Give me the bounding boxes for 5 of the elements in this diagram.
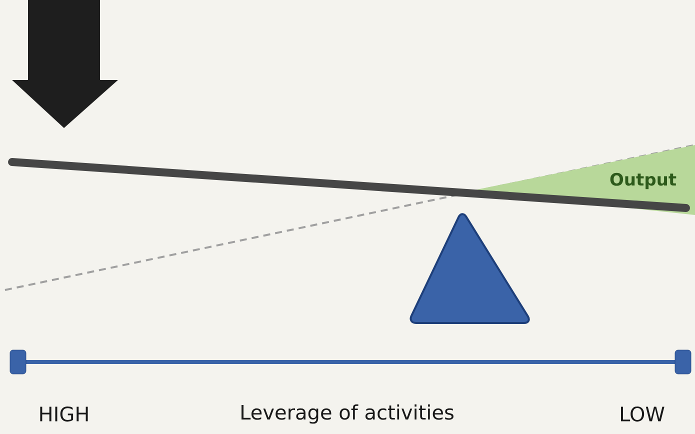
scale-label: LOW <box>621 406 664 422</box>
output-wedge: Output <box>470 145 695 215</box>
fulcrum-triangle <box>410 213 530 324</box>
scale-label: Leverage of activities <box>242 404 454 424</box>
scale-label: HIGH <box>40 406 88 422</box>
